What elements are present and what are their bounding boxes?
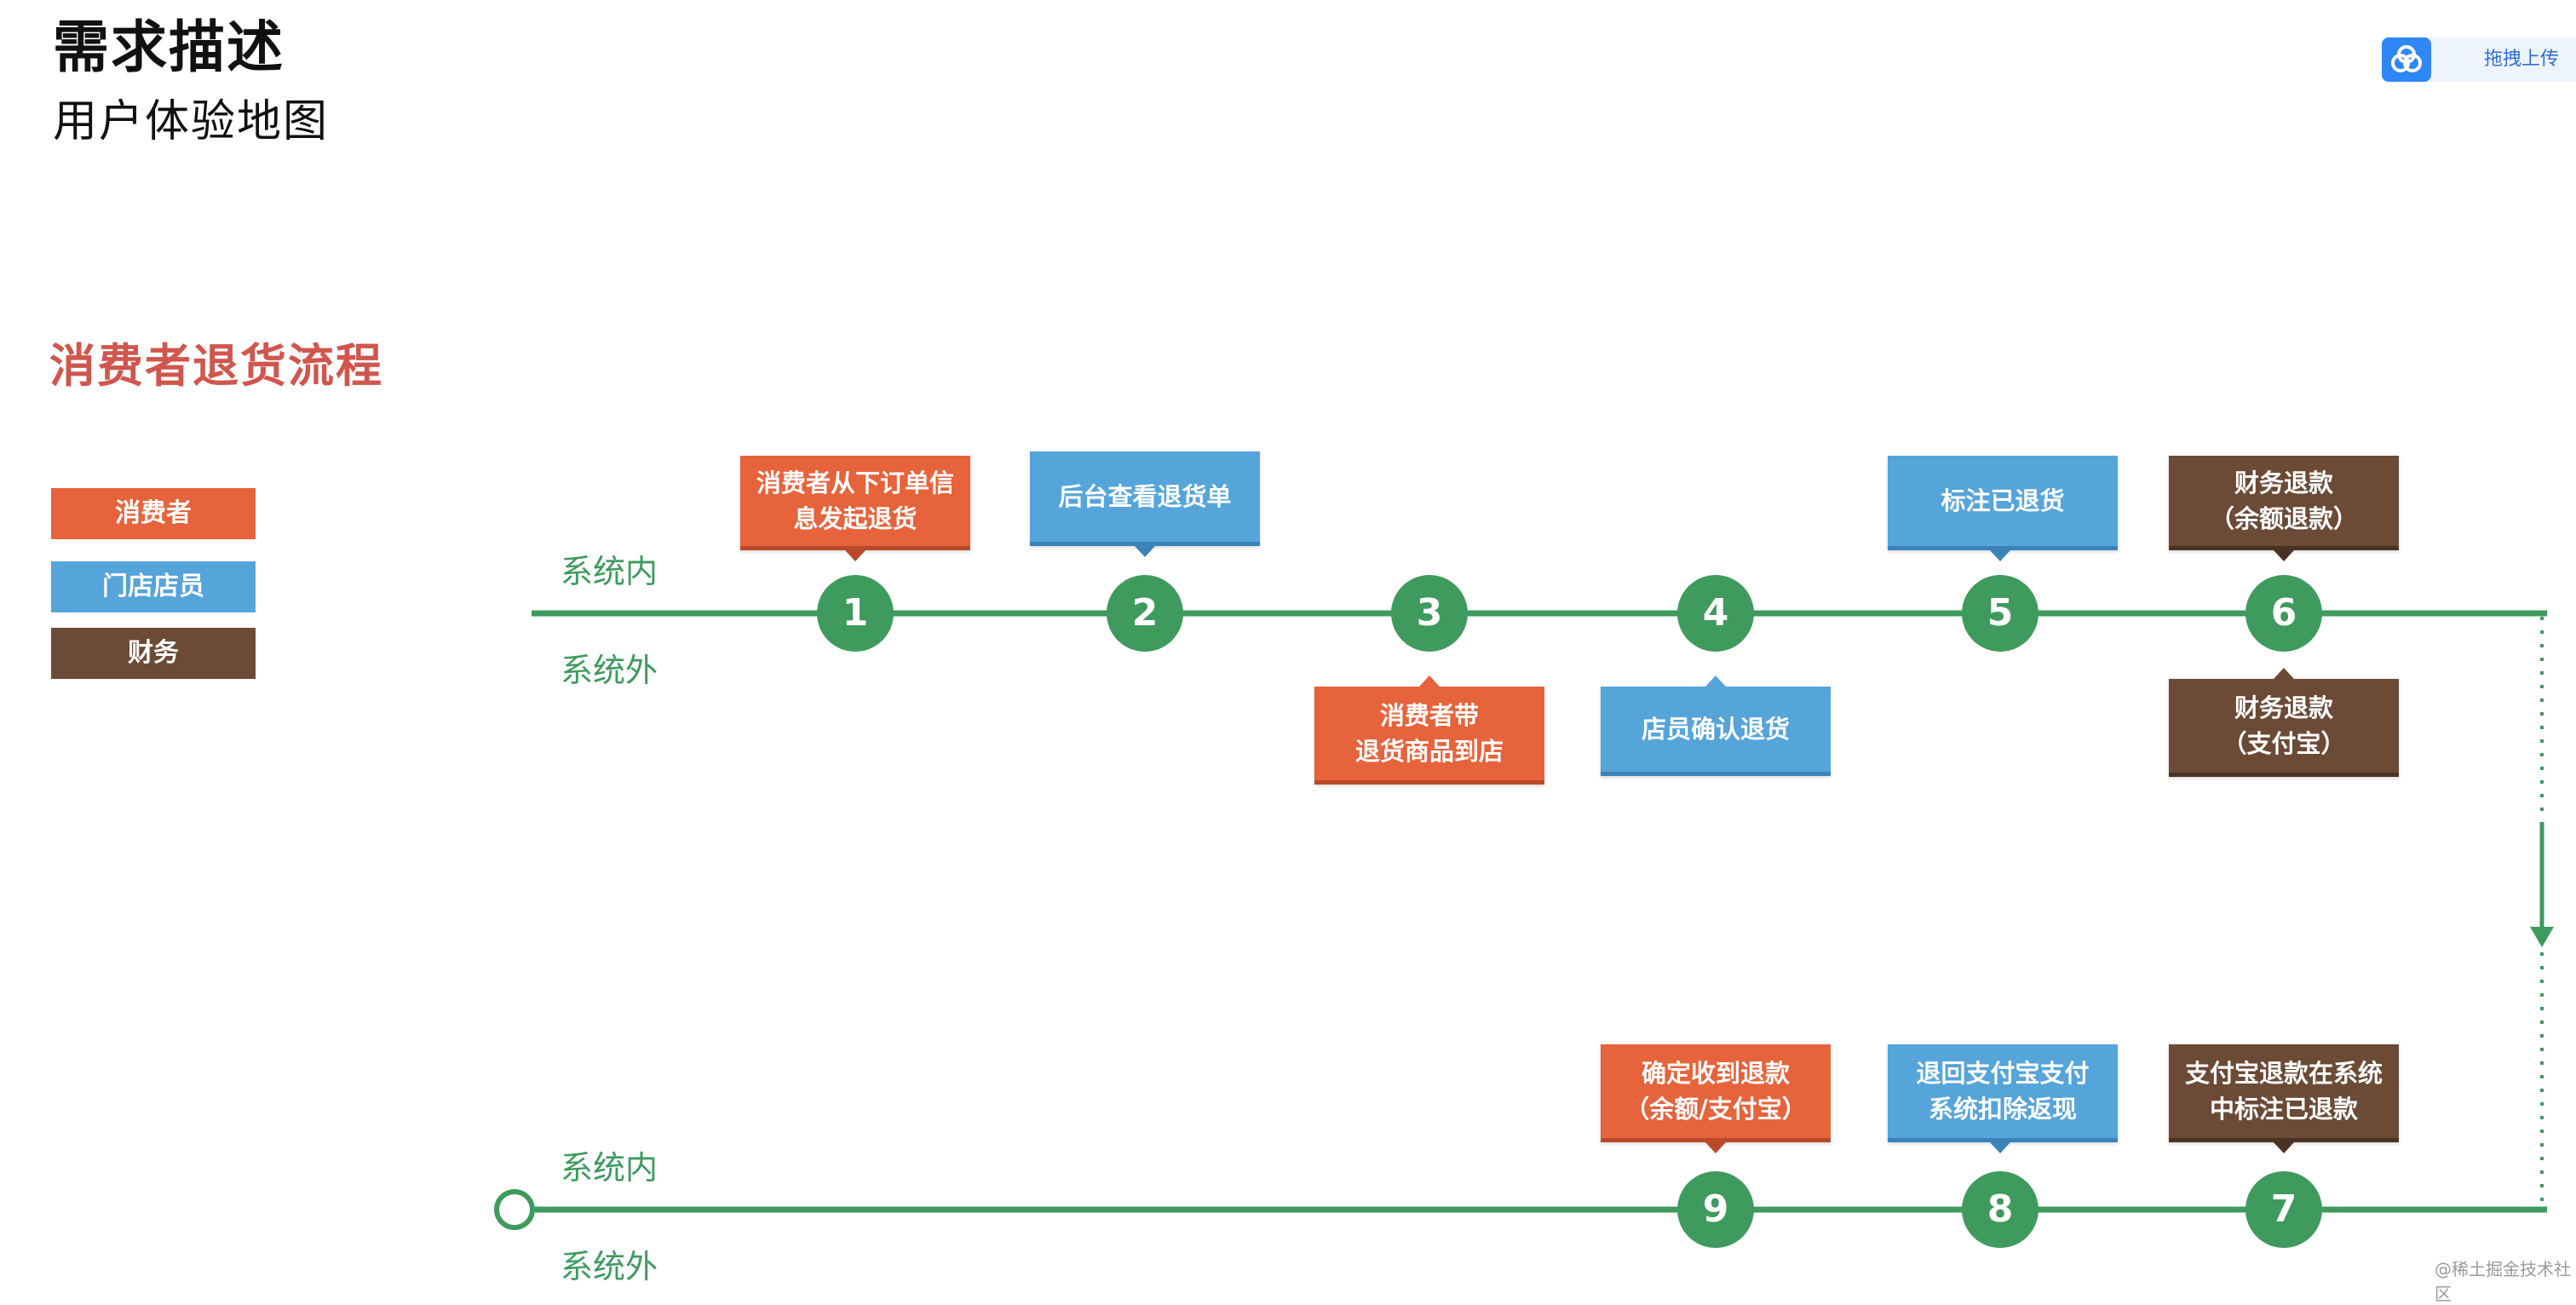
step-box-9: 确定收到退款 （余额/支付宝） — [1601, 1044, 1831, 1142]
connector-arrow-head — [2530, 927, 2554, 947]
step-circle-6: 6 — [2245, 575, 2322, 652]
step-box-6b: 财务退款 （支付宝） — [2169, 679, 2399, 777]
step-circle-4: 4 — [1677, 575, 1754, 652]
step-circle-5: 5 — [1962, 575, 2038, 652]
upload-button[interactable]: 拖拽上传 — [2382, 37, 2576, 82]
legend-item-clerk: 门店店员 — [51, 561, 256, 612]
step-pointer-6 — [2274, 550, 2294, 561]
cloud-upload-icon — [2382, 37, 2431, 82]
lane-label-outside-bottom: 系统外 — [561, 1248, 658, 1285]
step-box-4: 店员确认退货 — [1601, 687, 1831, 776]
step-box-8: 退回支付宝支付 系统扣除返现 — [1888, 1044, 2118, 1142]
legend-item-consumer: 消费者 — [51, 488, 256, 539]
step-circle-3: 3 — [1391, 575, 1468, 652]
step-box-1: 消费者从下订单信 息发起退货 — [740, 456, 970, 550]
step-circle-9: 9 — [1677, 1171, 1754, 1248]
step-circle-2: 2 — [1107, 575, 1183, 652]
step-pointer-4 — [1705, 675, 1726, 687]
step-pointer-7 — [2274, 1142, 2294, 1153]
step-box-7: 支付宝退款在系统 中标注已退款 — [2169, 1044, 2399, 1142]
flow-title: 消费者退货流程 — [49, 339, 383, 393]
step-box-3: 消费者带 退货商品到店 — [1314, 687, 1544, 785]
step-pointer-9 — [1705, 1142, 1726, 1153]
upload-button-label: 拖拽上传 — [2483, 49, 2559, 70]
step-pointer-1 — [845, 550, 865, 561]
lane-label-inside-top: 系统内 — [561, 553, 658, 590]
lane-label-inside-bottom: 系统内 — [561, 1149, 658, 1187]
lane-label-outside-top: 系统外 — [561, 652, 658, 689]
page-title: 需求描述 — [53, 14, 285, 80]
step-pointer-8 — [1990, 1142, 2010, 1153]
step-circle-8: 8 — [1962, 1171, 2038, 1248]
legend-item-finance: 财务 — [51, 628, 256, 679]
step-pointer-2 — [1135, 546, 1155, 557]
step-pointer-6b — [2274, 668, 2294, 679]
step-pointer-5 — [1990, 550, 2010, 561]
step-circle-7: 7 — [2245, 1171, 2322, 1248]
step-box-5: 标注已退货 — [1888, 456, 2118, 550]
step-box-6: 财务退款 （余额退款） — [2169, 456, 2399, 550]
step-pointer-3 — [1419, 675, 1440, 687]
page-subtitle: 用户体验地图 — [53, 96, 330, 147]
step-circle-1: 1 — [817, 575, 894, 652]
step-box-2: 后台查看退货单 — [1030, 451, 1260, 546]
end-circle — [494, 1189, 535, 1230]
watermark: @稀土掘金技术社区 — [2435, 1259, 2571, 1304]
